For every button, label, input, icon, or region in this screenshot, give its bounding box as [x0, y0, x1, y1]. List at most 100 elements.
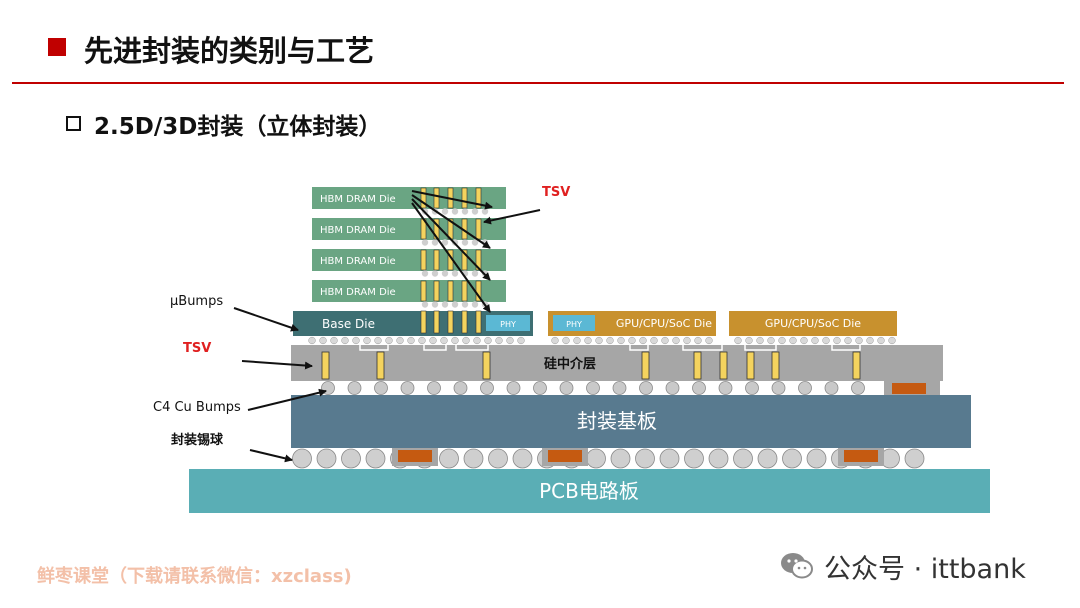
hbm-dram-die-label: HBM DRAM Die: [320, 256, 396, 267]
hbm-microbump: [421, 301, 429, 308]
section-subtitle: 2.5D/3D封装（立体封装）: [94, 114, 382, 140]
microbump: [484, 336, 492, 345]
phy-block-base: [486, 315, 530, 331]
c4-bump: [347, 381, 362, 395]
c4-bump: [745, 381, 759, 395]
c4-bumps: [321, 381, 865, 395]
hbm-tsv: [420, 249, 427, 271]
hbm-tsv: [461, 187, 468, 209]
microbump: [756, 336, 764, 345]
microbump: [407, 336, 415, 345]
title-bar: 先进封装的类别与工艺: [0, 0, 1080, 86]
silicon-interposer: [291, 345, 943, 381]
microbump: [551, 336, 559, 345]
solder-ball: [439, 448, 459, 469]
interposer-tsv: [719, 351, 728, 380]
hbm-tsv: [447, 280, 454, 302]
solder-ball-callout: 封装锡球: [171, 432, 224, 448]
hbm-microbump: [441, 270, 449, 277]
pcb-label: PCB电路板: [539, 479, 639, 503]
gpu-die-2-label: GPU/CPU/SoC Die: [765, 317, 861, 330]
phy-label-base: PHY: [500, 320, 516, 329]
solder-ball: [782, 448, 802, 469]
interposer-tsv: [321, 351, 330, 380]
solder-balls: [292, 448, 925, 469]
phy-block-gpu: [553, 315, 595, 331]
c4-callout: C4 Cu Bumps: [153, 400, 241, 415]
hbm-microbump: [451, 301, 459, 308]
hbm-microbump: [421, 239, 429, 246]
interposer-tsv: [376, 351, 385, 380]
c4-bump: [639, 381, 653, 395]
solder-ball: [684, 448, 704, 469]
interposer-tsv: [693, 351, 702, 380]
hbm-dram-die-label: HBM DRAM Die: [320, 194, 396, 205]
c4-bump: [533, 381, 547, 395]
hbm-microbump: [431, 239, 439, 246]
hbm-microbump: [421, 270, 429, 277]
hbm-microbump: [481, 208, 489, 215]
interposer-tsvs: [321, 351, 861, 380]
microbump: [855, 336, 863, 345]
callout-arrows: [233, 190, 541, 463]
hbm-microbump: [431, 270, 439, 277]
hbm-dram-die: [312, 218, 506, 240]
microbump: [473, 336, 481, 345]
microbump: [341, 336, 349, 345]
microbump: [778, 336, 786, 345]
account-label: 公众号 · ittbank: [824, 553, 1026, 585]
phy-label-gpu: PHY: [566, 320, 582, 329]
microbump: [374, 336, 382, 345]
microbump: [495, 336, 503, 345]
solder-pad: [548, 450, 582, 462]
hbm-tsv: [475, 187, 482, 209]
hbm-microbump: [441, 301, 449, 308]
package-substrate: [291, 395, 971, 448]
microbump: [440, 336, 448, 345]
hbm-tsv: [461, 280, 468, 302]
hbm-dram-die: [312, 187, 506, 209]
microbump: [888, 336, 896, 345]
pcb-board: [189, 469, 990, 513]
solder-ball: [904, 448, 925, 469]
c4-bump: [612, 381, 627, 395]
interposer-tsv: [641, 351, 650, 380]
interposer-tsv: [746, 351, 755, 380]
hbm-microbump: [461, 208, 469, 215]
microbump: [451, 336, 459, 345]
microbump: [573, 336, 581, 345]
solder-ball: [610, 448, 631, 469]
microbump: [396, 336, 404, 345]
hbm-tsv: [475, 249, 482, 271]
gpu-die-2: [729, 311, 897, 336]
microbump: [363, 336, 371, 345]
hbm-microbump: [461, 239, 469, 246]
hbm-microbump: [441, 208, 449, 215]
microbump: [767, 336, 775, 345]
gpu-die-1-label: GPU/CPU/SoC Die: [616, 317, 712, 330]
microbump: [330, 336, 338, 345]
c4-bump: [374, 381, 388, 395]
microbump: [672, 336, 680, 345]
c4-bump: [427, 381, 441, 395]
hbm-dram-die-label: HBM DRAM Die: [320, 225, 396, 236]
substrate-label: 封装基板: [577, 409, 657, 433]
solder-ball: [365, 448, 386, 469]
microbump: [705, 336, 713, 345]
hbm-tsv: [433, 249, 440, 271]
hbm-tsv: [420, 187, 427, 209]
interposer-traces: [359, 341, 861, 351]
solder-ball: [341, 448, 361, 469]
wechat-icon: [781, 553, 813, 579]
ubumps-callout: μBumps: [170, 294, 223, 309]
c4-bump: [480, 381, 494, 395]
hbm-tsv: [475, 218, 482, 240]
solder-pads: [392, 448, 884, 466]
c4-bump: [851, 381, 865, 395]
microbump: [418, 336, 426, 345]
microbump: [734, 336, 742, 345]
microbump: [811, 336, 819, 345]
base-die-tsv: [420, 310, 427, 334]
